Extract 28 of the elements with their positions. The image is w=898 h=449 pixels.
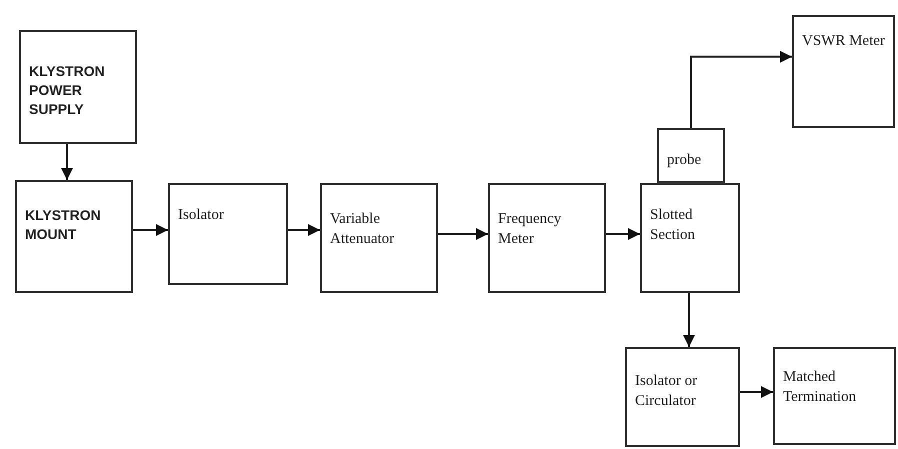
box-label: Variable Attenuator [330, 210, 396, 250]
process-box [15, 180, 133, 293]
process-box [792, 15, 895, 128]
arrow [740, 386, 773, 398]
arrow [683, 293, 695, 347]
process-box [657, 128, 725, 183]
process-box [773, 347, 896, 445]
process-box [168, 183, 288, 285]
box-label: KLYSTRON POWER SUPPLY [29, 62, 106, 119]
box-label: KLYSTRON MOUNT [25, 206, 102, 244]
box-label: VSWR Meter [802, 32, 886, 51]
box-label: probe [667, 151, 702, 170]
box-label: Matched Termination [783, 368, 858, 408]
box-label: Slotted Section [650, 206, 696, 246]
arrow [606, 228, 640, 240]
box-label: Isolator or Circulator [635, 372, 698, 412]
process-box [19, 30, 137, 144]
process-box [640, 183, 740, 293]
box-label: Isolator [178, 206, 225, 225]
arrow [133, 224, 168, 236]
arrow [438, 228, 488, 240]
arrow [61, 144, 73, 180]
process-box [320, 183, 438, 293]
process-box [488, 183, 606, 293]
process-box [625, 347, 740, 447]
arrow [288, 224, 320, 236]
box-label: Frequency Meter [498, 210, 562, 250]
arrow [690, 50, 792, 128]
